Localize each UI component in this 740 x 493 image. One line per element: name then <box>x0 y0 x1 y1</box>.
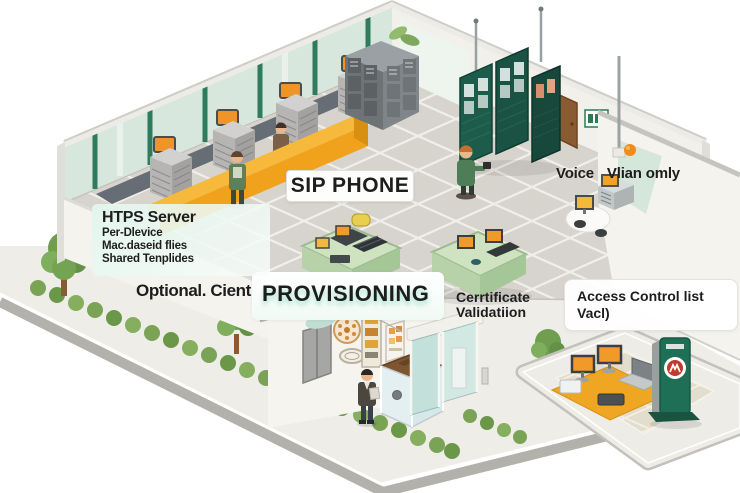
handheld-phone-icon <box>483 162 491 169</box>
label-acl-line1: Access Control list <box>577 288 704 304</box>
label-cert-line1: Cerrtificate <box>456 289 530 305</box>
phone-screen <box>601 174 619 187</box>
label-server-line: Mac.daseid flies <box>102 240 188 252</box>
self-service-kiosk <box>648 337 702 429</box>
phone-screen <box>335 225 351 237</box>
phone-screen <box>485 229 503 243</box>
orange-lamp-icon <box>624 144 636 156</box>
entrance-vestibule <box>406 308 489 416</box>
label-provisioning-panel <box>252 272 444 320</box>
ip-phone-desk <box>565 174 634 237</box>
provisioning-desk <box>428 229 532 305</box>
device-module <box>597 393 625 406</box>
ip-phone <box>330 229 368 246</box>
puck-device <box>595 229 607 237</box>
label-provisioning: PROVISIONING <box>262 281 430 306</box>
label-server-title: HTPS Server <box>102 209 196 226</box>
teller-station <box>213 109 255 174</box>
keyboard <box>486 242 520 257</box>
workstation-monitor <box>596 344 623 374</box>
small-monitor <box>575 195 594 210</box>
label-server-panel: HTPS Server Per-Dlevice Mac.daseid flies… <box>92 204 270 276</box>
hedge-row <box>30 280 527 459</box>
canister <box>481 367 489 385</box>
puck-device <box>574 220 586 228</box>
label-certificate-validation: Cerrtificate Validatiion <box>456 290 530 320</box>
label-voice-vlan: Voice Vlian omly <box>556 165 680 182</box>
atm-handle <box>392 390 402 400</box>
label-access-control-box: Access Control list Vacl) <box>564 279 738 331</box>
glass-partition-wall <box>62 0 394 202</box>
wall-ornament-mosaic-icon <box>333 316 361 344</box>
person-at-atm <box>357 369 381 427</box>
workstation-monitor <box>570 354 596 383</box>
yellow-handset <box>351 213 371 227</box>
small-screen <box>315 237 330 249</box>
label-sip-phone: SIP PHONE <box>286 170 414 202</box>
phone-screen <box>457 235 475 249</box>
label-voice-word1: Voice <box>556 165 594 182</box>
label-acl-line2: Vacl) <box>577 305 610 321</box>
label-voice-word2: Vlian omly <box>606 165 680 182</box>
label-server-line: Per-Dlevice <box>102 227 163 239</box>
wall-ornament-oval-icon <box>339 348 365 364</box>
network-cabinets <box>459 6 561 176</box>
printer <box>559 379 582 394</box>
server-rack-cabinet <box>345 41 419 130</box>
wall-plant-decal-icon <box>388 26 420 46</box>
mouse <box>471 259 481 265</box>
corner-column <box>57 142 65 264</box>
front-door <box>302 322 332 385</box>
label-server-line: Shared Tenplides <box>102 253 194 265</box>
menu-board <box>385 320 405 364</box>
label-cert-line2: Validatiion <box>456 304 527 320</box>
device-module <box>330 255 350 263</box>
label-optional-client: Optional. Cient <box>136 281 251 300</box>
person-with-phone <box>456 145 491 200</box>
outdoor-pad <box>515 325 740 471</box>
